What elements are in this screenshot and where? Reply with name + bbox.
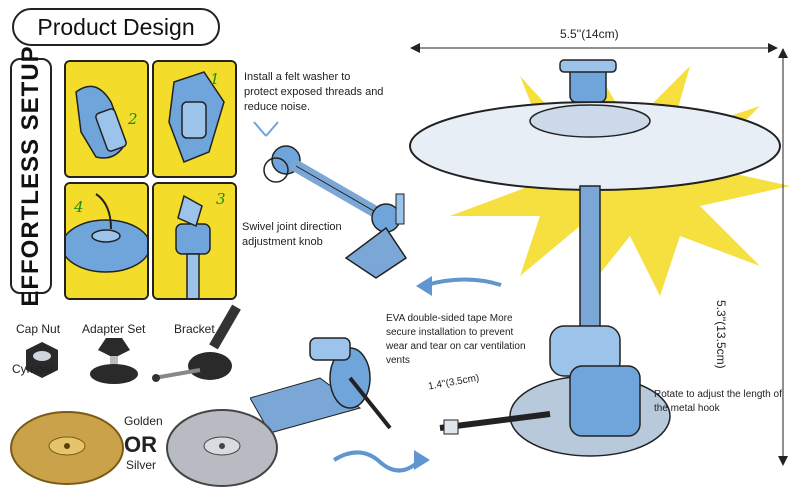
step-number: 4 <box>74 198 84 216</box>
silver-cymbal-icon <box>166 409 278 487</box>
title-text: Product Design <box>37 13 195 40</box>
step-panel-1: 2 <box>64 60 149 178</box>
cymbal-assembly-illustration <box>409 59 790 457</box>
rotate-hook-note: Rotate to adjust the length of the metal… <box>654 389 782 414</box>
step-panel-3: 3 <box>152 182 237 300</box>
golden-label: Golden <box>124 414 163 428</box>
step-number: 3 <box>216 190 226 208</box>
vent-mount-illustration <box>250 337 392 434</box>
height-dimension-line <box>778 48 788 466</box>
adapter-set-label: Adapter Set <box>82 322 146 336</box>
golden-cymbal-icon <box>10 411 124 485</box>
height-dimension: 5.3''(13.5cm) <box>714 300 728 369</box>
bracket-part-icon <box>152 304 241 382</box>
clamp-tighten-illustration <box>154 184 235 298</box>
effortless-setup-label: EFFORTLESS SETUP <box>10 45 52 307</box>
adapter-set-part-icon <box>90 338 138 384</box>
cap-nut-label: Cap Nut <box>16 322 61 336</box>
cymbal-mount-illustration <box>66 184 147 298</box>
swivel-arm-illustration <box>253 121 408 279</box>
or-label: OR <box>124 432 157 457</box>
swivel-knob-note: Swivel joint direction adjustment knob <box>242 221 342 248</box>
hand-screw-illustration <box>66 62 147 176</box>
step-number: 2 <box>128 110 138 128</box>
arrow-right-icon <box>332 450 430 473</box>
step-panel-4: 4 <box>64 182 149 300</box>
cymbal-label: Cymbal <box>12 362 53 376</box>
product-design-title: Product Design <box>12 8 220 46</box>
hand-rotate-illustration <box>154 62 235 176</box>
arrow-left-icon <box>416 276 502 296</box>
width-dimension-line <box>410 43 778 53</box>
step-panel-2: 1 <box>152 60 237 178</box>
step-number: 1 <box>210 70 220 88</box>
eva-tape-note: EVA double-sided tape More secure instal… <box>386 313 526 366</box>
bracket-label: Bracket <box>174 322 215 336</box>
felt-washer-note: Install a felt washer to protect exposed… <box>244 71 384 113</box>
setup-label-text: EFFORTLESS SETUP <box>17 45 44 307</box>
cap-nut-part-icon <box>26 342 58 378</box>
width-dimension: 5.5''(14cm) <box>560 27 619 41</box>
silver-label: Silver <box>126 458 157 472</box>
